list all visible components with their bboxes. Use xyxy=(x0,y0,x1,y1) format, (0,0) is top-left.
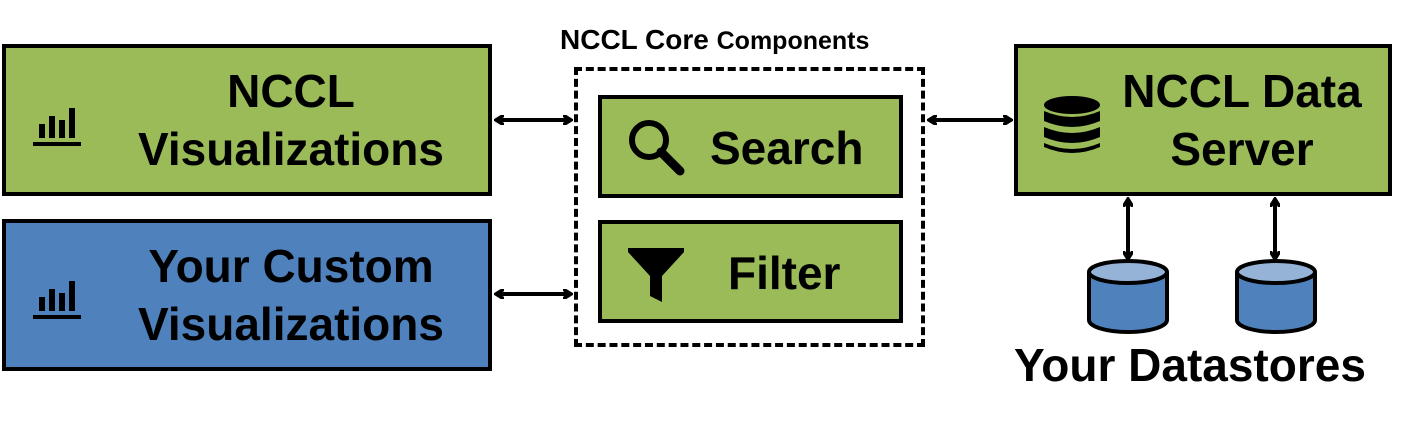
search-icon xyxy=(629,120,685,176)
search-box: Search xyxy=(598,95,903,198)
nccl-data-server-box: NCCL Data Server xyxy=(1014,44,1392,196)
filter-icon xyxy=(628,248,684,302)
database-icon xyxy=(1044,96,1100,153)
datastores-label: Your Datastores xyxy=(1014,339,1366,391)
custom-visualizations-box: Your Custom Visualizations xyxy=(2,219,492,371)
core-components-title: NCCL Core Components xyxy=(560,24,870,55)
nccl-visualizations-label: NCCL Visualizations xyxy=(138,65,444,175)
filter-label: Filter xyxy=(728,247,841,299)
bar-chart-icon xyxy=(33,108,81,146)
filter-box: Filter xyxy=(598,220,903,323)
core-components-container xyxy=(574,67,925,347)
bar-chart-icon xyxy=(33,281,81,319)
search-label: Search xyxy=(710,122,864,174)
datastore-cylinder-icon xyxy=(1235,259,1317,334)
nccl-visualizations-box: NCCL Visualizations xyxy=(2,44,492,196)
datastore-cylinder-icon xyxy=(1087,259,1169,334)
custom-visualizations-label: Your Custom Visualizations xyxy=(138,240,444,350)
nccl-data-server-label: NCCL Data Server xyxy=(1122,65,1362,175)
